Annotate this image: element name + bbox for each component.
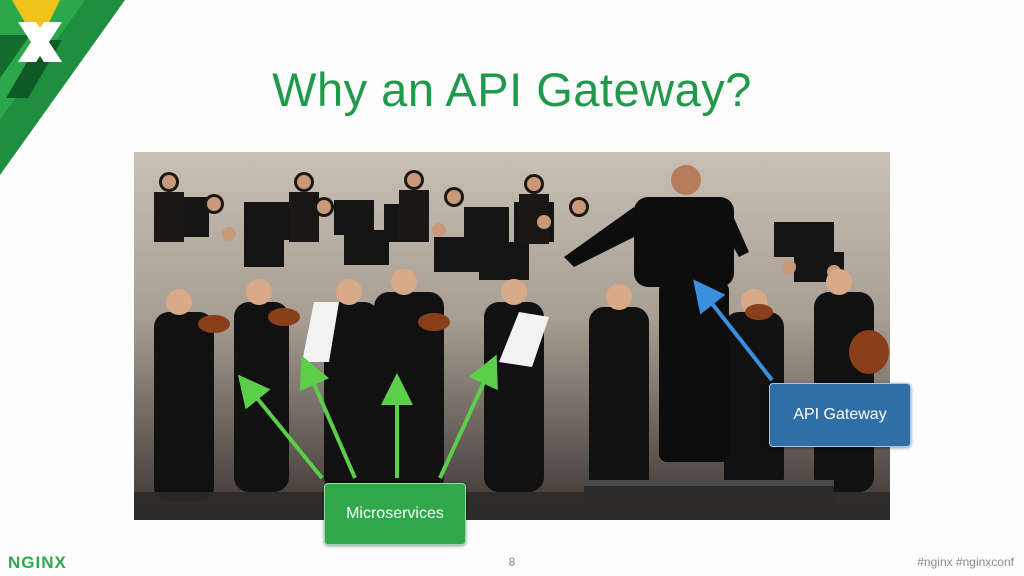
microservices-label: Microservices (324, 483, 466, 545)
slide-title: Why an API Gateway? (272, 63, 752, 116)
nginx-x-logo-icon (0, 0, 125, 175)
orchestra-photo (134, 152, 890, 520)
hashtags: #nginx #nginxconf (917, 555, 1014, 569)
api-gateway-label: API Gateway (769, 383, 911, 447)
nginx-brand: NGINX (8, 553, 67, 572)
page-number: 8 (508, 555, 516, 569)
